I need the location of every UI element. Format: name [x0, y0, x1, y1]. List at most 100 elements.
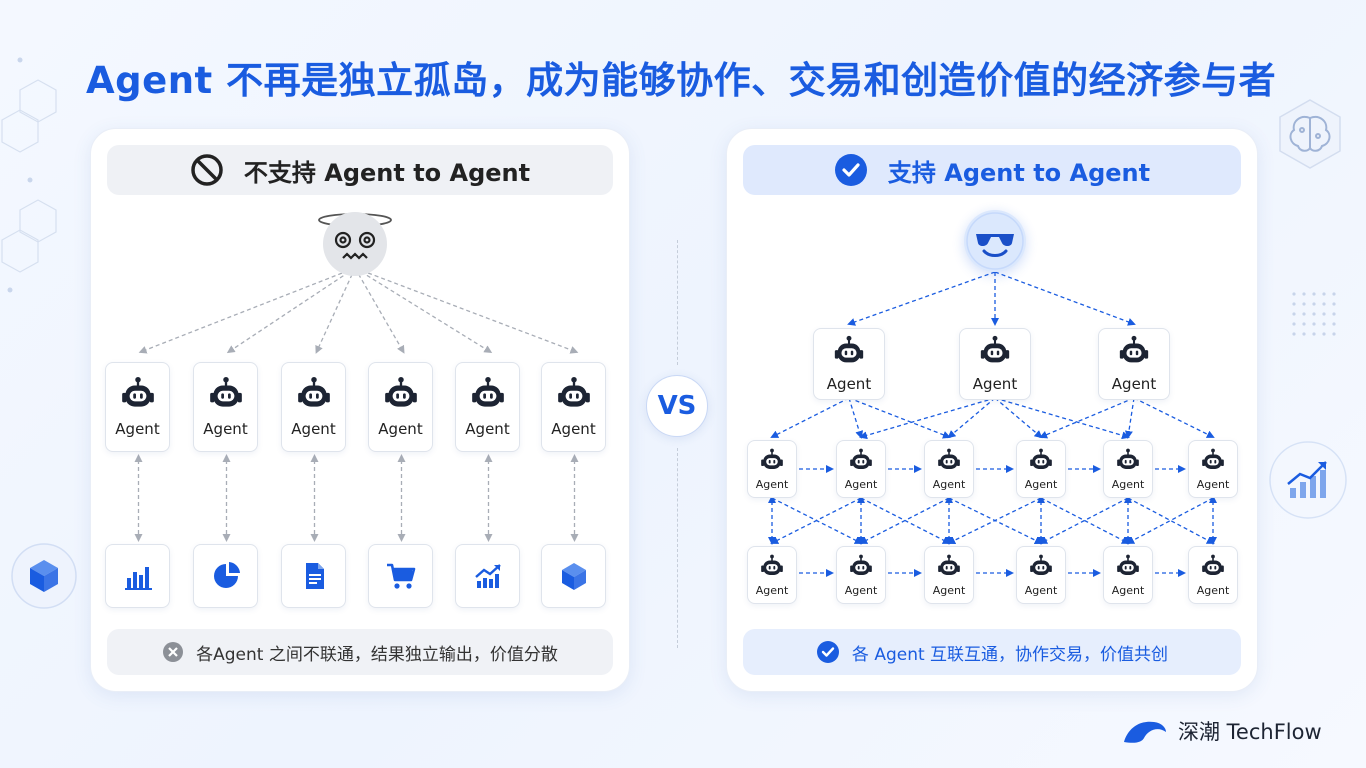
agent-card: Agent [924, 546, 974, 604]
hexagon-pattern-decoration [1, 57, 57, 293]
agent-label: Agent [1024, 477, 1058, 491]
connector-line [994, 271, 1136, 326]
connector-line [859, 497, 950, 544]
agent-card: Agent [747, 546, 797, 604]
agent-card: Agent [836, 440, 886, 498]
robot-icon [834, 335, 864, 363]
robot-icon [209, 376, 242, 407]
tool-card [368, 544, 433, 608]
connector-line [994, 397, 1130, 440]
agent-label: Agent [1196, 477, 1230, 491]
agent-label: Agent [203, 420, 248, 438]
prohibited-icon [191, 154, 223, 186]
tool-card [193, 544, 258, 608]
agent-card: Agent [455, 362, 520, 452]
connector-line [1133, 397, 1215, 438]
robot-icon [1030, 448, 1052, 469]
panel-footer-label: 各Agent 之间不联通，结果独立输出，价值分散 [196, 644, 558, 665]
agent-card: Agent [924, 440, 974, 498]
divider-top [677, 240, 678, 365]
connector-line [138, 267, 356, 354]
agent-label: Agent [1111, 583, 1145, 597]
connector-line [848, 397, 864, 439]
agent-label: Agent [551, 420, 596, 438]
agent-label: Agent [755, 583, 789, 597]
cube-icon [561, 563, 586, 590]
connector-line [848, 397, 951, 439]
pie-chart-icon [213, 562, 240, 588]
robot-icon [1117, 554, 1139, 575]
agent-card: Agent [193, 362, 258, 452]
connector-line [1126, 497, 1214, 544]
agent-label: Agent [932, 583, 966, 597]
robot-icon [938, 448, 960, 469]
vs-badge: VS [646, 375, 708, 437]
robot-icon [1202, 554, 1224, 575]
tool-card [541, 544, 606, 608]
connector-line [1124, 397, 1135, 439]
cube-badge-icon [11, 543, 77, 609]
connector-line [947, 397, 996, 439]
agent-label: Agent [115, 420, 160, 438]
connector-line [1039, 497, 1129, 544]
robot-icon [1202, 448, 1224, 469]
brand-name: 深潮 TechFlow [1178, 720, 1322, 744]
agent-label: Agent [465, 420, 510, 438]
panel-footer-label: 各 Agent 互联互通，协作交易，价值共创 [851, 644, 1169, 665]
sunglasses-face-icon [964, 210, 1026, 272]
agent-card: Agent [1016, 546, 1066, 604]
robot-icon [297, 376, 330, 407]
agent-card: Agent [1016, 440, 1066, 498]
tool-card [455, 544, 520, 608]
check-circle-icon [816, 641, 839, 663]
agent-card: Agent [747, 440, 797, 498]
tool-card [105, 544, 170, 608]
robot-icon [761, 554, 783, 575]
robot-icon [980, 335, 1010, 363]
robot-icon [850, 554, 872, 575]
shopping-cart-icon [386, 563, 415, 589]
agent-label: Agent [1196, 583, 1230, 597]
robot-icon [850, 448, 872, 469]
agent-label: Agent [932, 477, 966, 491]
agent-card: Agent [1188, 440, 1238, 498]
robot-icon [557, 376, 590, 407]
panel-footer: 各Agent 之间不联通，结果独立输出，价值分散 [107, 629, 613, 675]
page-title: Agent 不再是独立孤岛，成为能够协作、交易和创造价值的经济参与者 [86, 59, 1277, 102]
agent-card: Agent [1103, 546, 1153, 604]
x-circle-icon [163, 642, 184, 662]
panel-header: 不支持 Agent to Agent [107, 145, 613, 195]
agent-card: Agent [1103, 440, 1153, 498]
connector-line [847, 271, 996, 326]
connector-line [947, 497, 1042, 544]
agent-card: Agent [813, 328, 885, 400]
dizzy-face-icon [318, 212, 392, 278]
agent-label: Agent [755, 477, 789, 491]
agent-label: Agent [844, 583, 878, 597]
panel-header-label: 不支持 Agent to Agent [243, 158, 531, 187]
connector-line [770, 397, 850, 438]
brain-circuit-icon [1279, 99, 1341, 169]
robot-icon [938, 554, 960, 575]
bar-chart-icon [124, 567, 152, 590]
connector-line [770, 497, 862, 544]
connector-line [226, 267, 356, 354]
agent-card: Agent [1098, 328, 1170, 400]
connector-line [354, 267, 493, 354]
connector-line [1127, 497, 1215, 544]
robot-icon [471, 376, 504, 407]
agent-card: Agent [836, 546, 886, 604]
agent-label: Agent [378, 420, 423, 438]
document-icon [305, 563, 324, 589]
agent-label: Agent [1111, 375, 1157, 393]
agent-card: Agent [368, 362, 433, 452]
agent-label: Agent [972, 375, 1018, 393]
connector-line [354, 267, 405, 354]
robot-icon [1119, 335, 1149, 363]
agent-label: Agent [826, 375, 872, 393]
robot-icon [1117, 448, 1139, 469]
connector-line [315, 267, 356, 354]
robot-icon [384, 376, 417, 407]
connector-line [354, 267, 579, 354]
